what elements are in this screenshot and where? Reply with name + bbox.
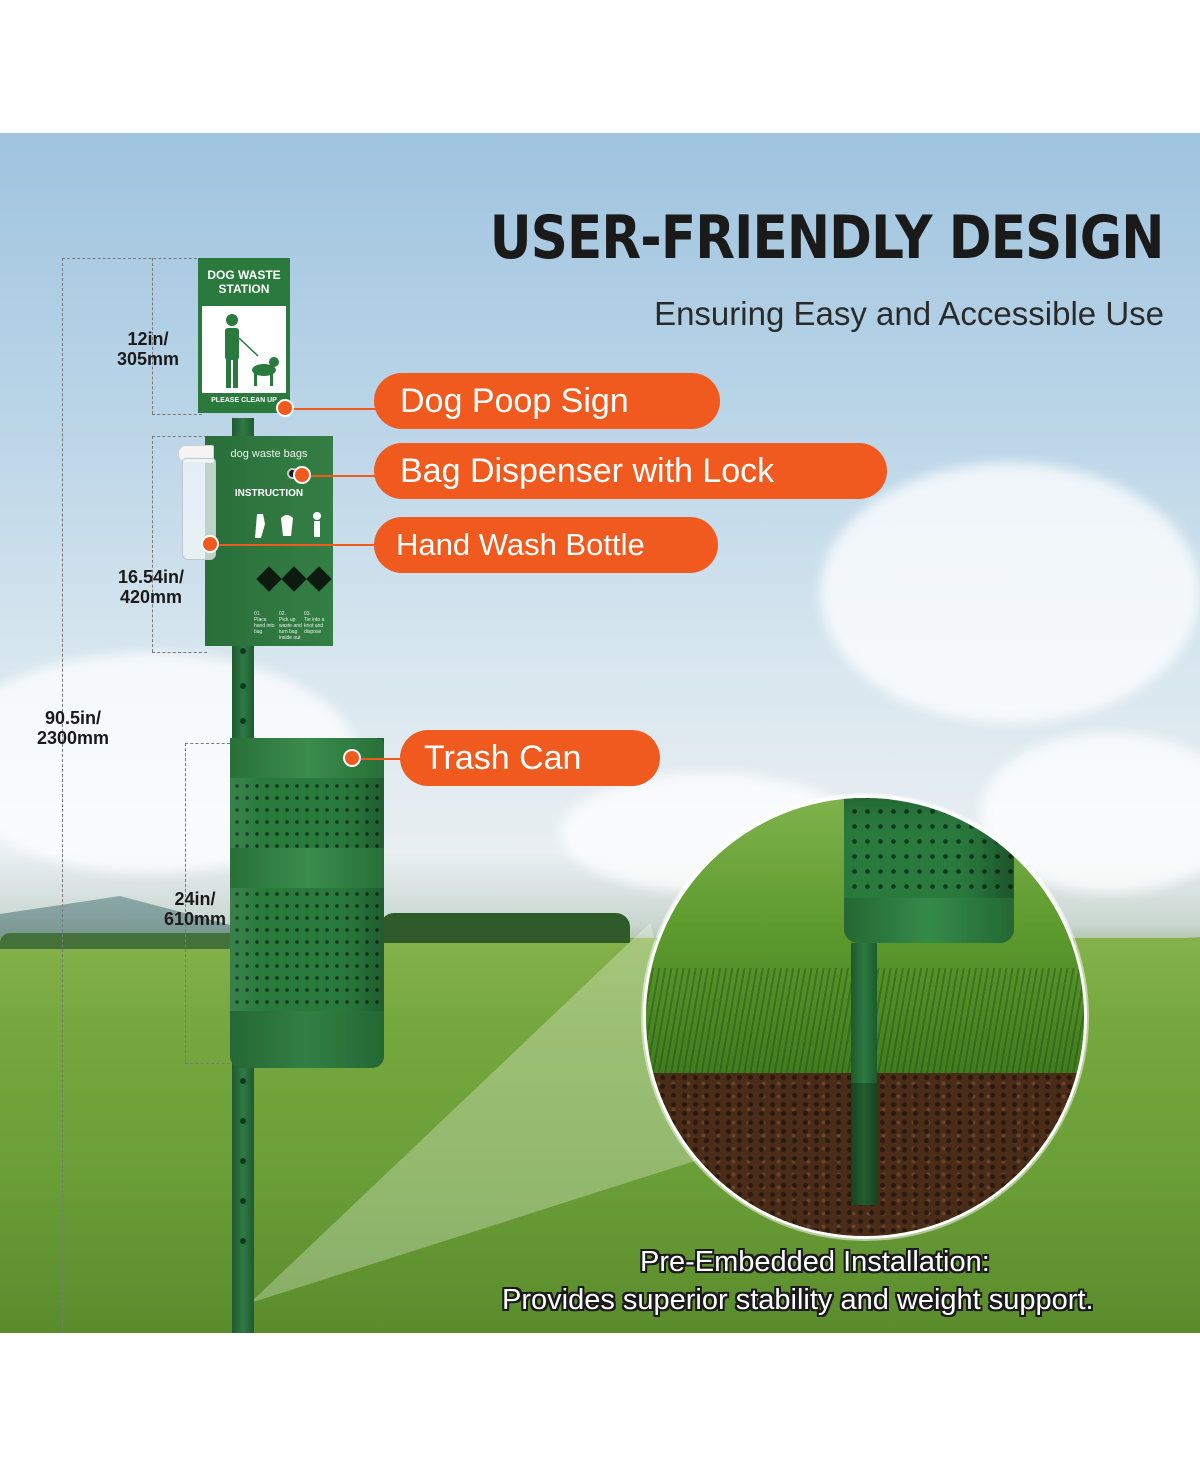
- callout-leader: [210, 544, 378, 546]
- dimension-cap: [185, 1063, 230, 1064]
- step-number: 03.: [304, 611, 311, 617]
- installation-title: Pre-Embedded Installation:: [640, 1246, 990, 1278]
- post-hole: [240, 648, 246, 654]
- post-hole: [240, 1158, 246, 1164]
- dimension-dispenser-label: 16.54in/ 420mm: [96, 567, 206, 607]
- dimension-total-metric: 2300mm: [36, 728, 110, 748]
- cloud: [820, 463, 1200, 723]
- dimension-total-imperial: 90.5in/: [44, 708, 102, 728]
- step-text: Tie into a knot and dispose: [304, 617, 325, 635]
- dimension-sign-imperial: 12in/: [127, 329, 169, 349]
- callout-dot: [343, 749, 361, 767]
- zoom-post-underground: [851, 1083, 877, 1205]
- post-hole: [240, 1118, 246, 1124]
- callout-dog-poop-sign: Dog Poop Sign: [374, 373, 720, 429]
- step-text: Place hand into bag: [254, 617, 275, 635]
- dispenser-instruction: INSTRUCTION: [234, 488, 304, 499]
- dimension-line-trash: [185, 743, 186, 1063]
- callout-bag-dispenser: Bag Dispenser with Lock: [374, 443, 887, 499]
- dispenser-step: 01. Place hand into bag: [254, 611, 278, 635]
- dimension-cap: [185, 743, 230, 744]
- callout-hand-wash-bottle: Hand Wash Bottle: [374, 517, 718, 573]
- callout-dot: [201, 535, 219, 553]
- instruction-pictogram-icons: [255, 512, 321, 538]
- dimension-dispenser-metric: 420mm: [119, 587, 183, 607]
- headline: USER-FRIENDLY DESIGN: [490, 203, 1165, 273]
- post-hole: [240, 683, 246, 689]
- dimension-trash-imperial: 24in/: [174, 889, 216, 909]
- product-scene: USER-FRIENDLY DESIGN Ensuring Easy and A…: [0, 133, 1200, 1333]
- subheadline: Ensuring Easy and Accessible Use: [654, 295, 1164, 332]
- callout-leader: [300, 475, 378, 477]
- dimension-line-sign: [152, 258, 153, 414]
- sign-header: DOG WASTE STATION: [202, 262, 286, 306]
- callout-dot: [276, 399, 294, 417]
- dimension-sign-metric: 305mm: [116, 349, 180, 369]
- dimension-total-label: 90.5in/ 2300mm: [18, 708, 128, 748]
- zoom-trash-can-base: [844, 898, 1014, 943]
- dimension-line-total: [62, 258, 63, 1333]
- trash-can-band: [230, 848, 384, 888]
- sign-title-line1: DOG WASTE: [207, 268, 281, 282]
- post-hole: [240, 1198, 246, 1204]
- callout-leader: [283, 408, 378, 410]
- installation-zoom-inset: [643, 795, 1087, 1239]
- dimension-cap: [152, 436, 207, 437]
- dimension-trash-metric: 610mm: [163, 909, 227, 929]
- trash-can-base: [230, 1011, 384, 1068]
- dimension-cap: [62, 258, 202, 259]
- dimension-cap: [152, 414, 202, 415]
- dispenser-step: 03. Tie into a knot and dispose: [304, 611, 328, 635]
- installation-description: Provides superior stability and weight s…: [502, 1284, 1094, 1316]
- dimension-cap: [152, 652, 207, 653]
- step-text: Pick up waste and turn bag inside out: [279, 617, 302, 641]
- callout-dot: [293, 466, 311, 484]
- dog-waste-sign: DOG WASTE STATION PLEASE CLEAN UP: [198, 258, 290, 413]
- dispenser-title: dog waste bags: [230, 448, 308, 460]
- step-number: 01.: [254, 611, 261, 617]
- post-hole: [240, 718, 246, 724]
- dispenser-step: 02. Pick up waste and turn bag inside ou…: [279, 611, 303, 641]
- bag-dispenser: dog waste bags INSTRUCTION: [205, 436, 333, 646]
- treeline: [0, 933, 240, 949]
- step-number: 02.: [279, 611, 286, 617]
- dimension-sign-label: 12in/ 305mm: [98, 329, 198, 369]
- callout-trash-can: Trash Can: [400, 730, 660, 786]
- post-hole: [240, 1238, 246, 1244]
- dimension-trash-label: 24in/ 610mm: [140, 889, 250, 929]
- treeline: [380, 913, 630, 943]
- dimension-line-dispenser: [152, 436, 153, 652]
- sign-footer: PLEASE CLEAN UP: [202, 393, 286, 409]
- dimension-dispenser-imperial: 16.54in/: [117, 567, 185, 587]
- person-with-dog-icon: [225, 314, 279, 388]
- callout-leader: [350, 758, 404, 760]
- sign-title-line2: STATION: [218, 282, 270, 296]
- post-hole: [240, 1078, 246, 1084]
